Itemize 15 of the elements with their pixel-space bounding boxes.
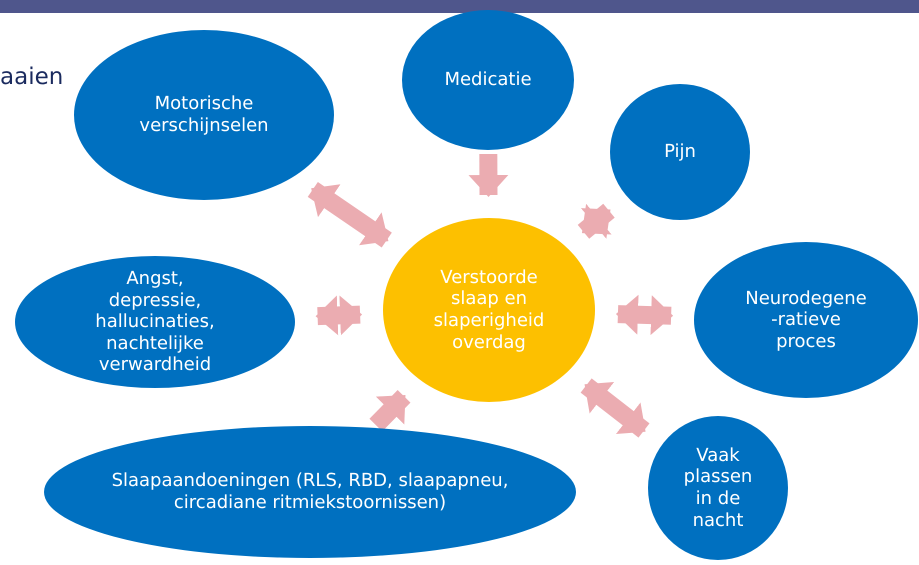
heading-text: aaien bbox=[0, 64, 64, 90]
arrow bbox=[369, 390, 410, 432]
double-arrow bbox=[616, 294, 674, 336]
node-label: Verstoorde slaap en slaperigheid overdag bbox=[432, 266, 546, 354]
node-label: Pijn bbox=[663, 141, 697, 163]
node-label: Medicatie bbox=[443, 69, 533, 91]
double-arrow bbox=[308, 182, 392, 248]
double-arrow bbox=[578, 204, 615, 239]
node-label: Slaapaandoeningen (RLS, RBD, slaapapneu, circadiane ritmiekstoornissen) bbox=[110, 470, 510, 514]
node-label: Angst, depressie, hallucinaties, nachtelijke verwardheid bbox=[94, 268, 216, 376]
double-arrow bbox=[316, 295, 362, 336]
arrow bbox=[468, 154, 508, 197]
node-label: Vaak plassen in de nacht bbox=[682, 444, 754, 532]
node-label: Neurodegene -ratieve proces bbox=[744, 288, 868, 352]
node-label: Motorische verschijnselen bbox=[138, 93, 270, 137]
